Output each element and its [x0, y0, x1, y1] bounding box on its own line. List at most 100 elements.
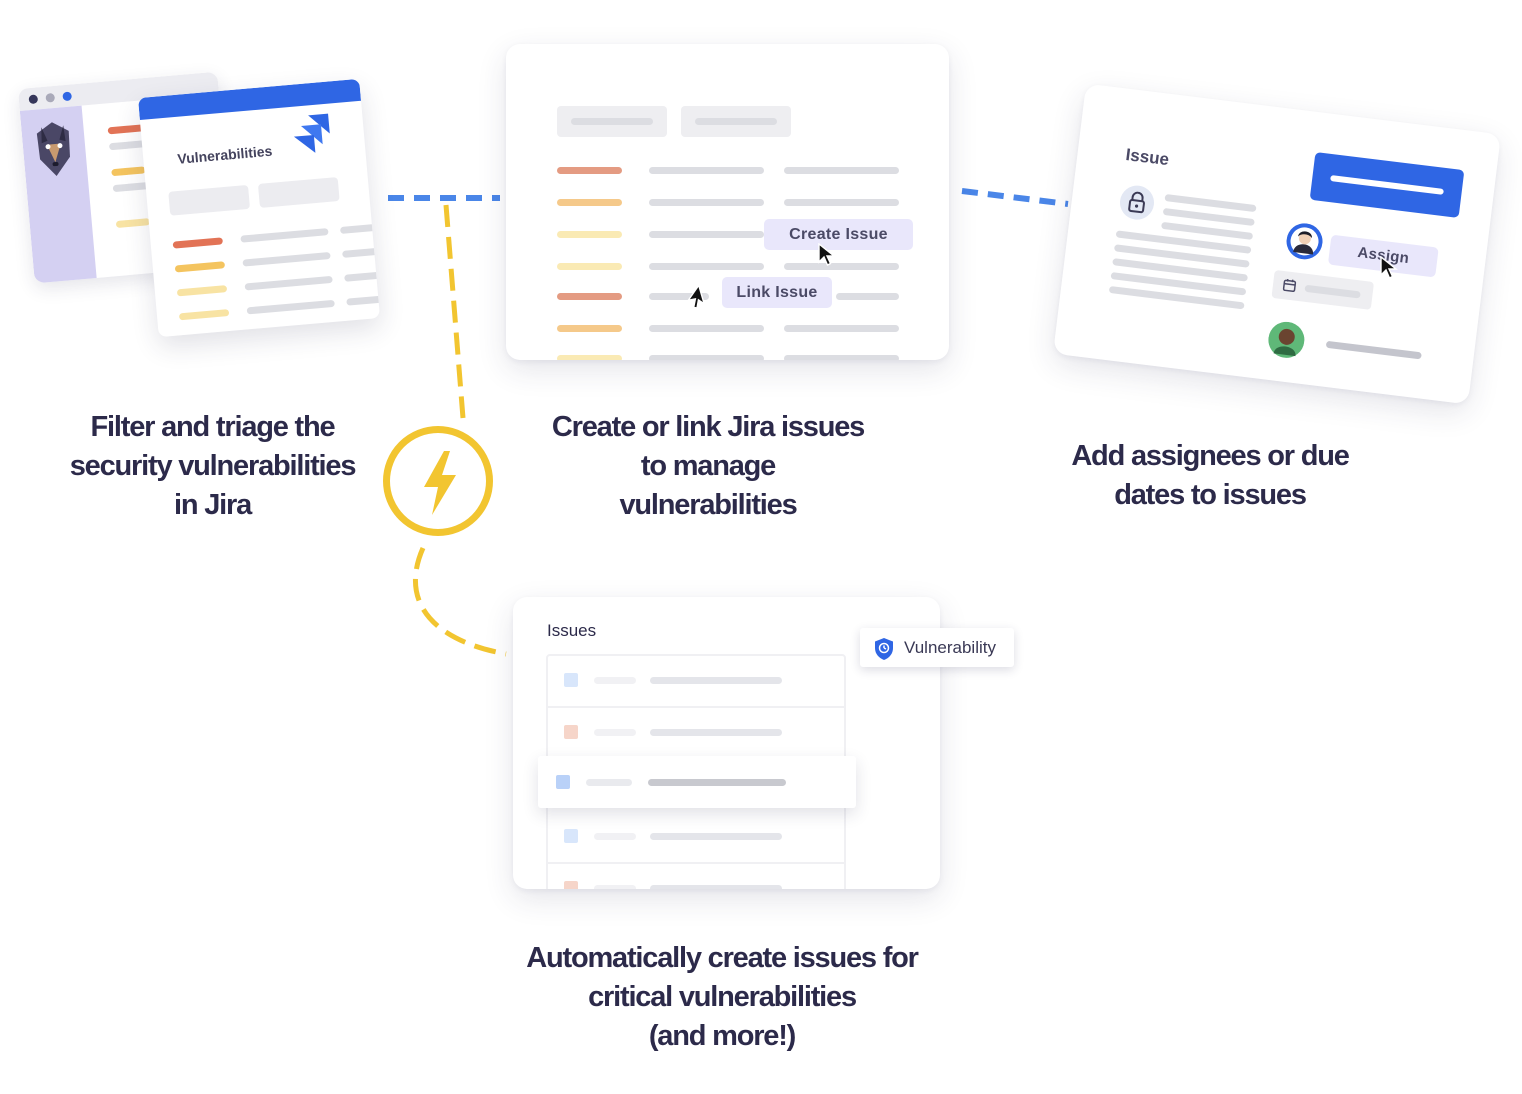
connector-automation-up [443, 204, 466, 419]
issue-summary-bar [650, 833, 782, 840]
cell-bar [784, 355, 899, 360]
due-date-field[interactable] [1271, 269, 1375, 310]
caption-line: Create or link Jira issues [551, 411, 865, 443]
doberman-logo-icon [36, 122, 70, 177]
issue-type-square [564, 673, 578, 687]
avatar-icon [1286, 223, 1323, 260]
filter-chip [257, 177, 340, 208]
jira-vulnerabilities-window: Vulnerabilities [137, 78, 381, 338]
cell-bar [784, 167, 899, 174]
shield-icon [875, 638, 893, 660]
cell-bar [649, 167, 764, 174]
due-date-bar [1304, 284, 1361, 299]
issue-summary-bar [648, 779, 786, 786]
snyk-row-bar [115, 218, 151, 229]
vuln-row-bar [240, 228, 329, 243]
table-filter-chip [681, 106, 791, 137]
cursor-icon [686, 284, 706, 309]
lock-icon [1128, 191, 1145, 214]
vuln-row-bar [244, 275, 333, 291]
cell-bar [649, 231, 764, 238]
cell-bar [784, 325, 899, 332]
caption-assign: Add assignees or due dates to issues [1040, 437, 1380, 515]
issue-summary-bar [650, 729, 782, 736]
severity-bar [557, 293, 622, 300]
assign-issue-card: Issue Assign [1052, 83, 1502, 405]
primary-action-button[interactable] [1309, 152, 1465, 218]
connector-create-to-assign [961, 188, 1069, 207]
issue-summary-bar [650, 677, 782, 684]
lock-icon-wrap [1118, 183, 1156, 222]
cell-bar [649, 199, 764, 206]
issue-key-bar [594, 833, 636, 840]
issue-type-square [556, 775, 570, 789]
issue-row[interactable] [548, 656, 844, 708]
issue-summary-bar [650, 885, 782, 889]
cell-bar [649, 263, 764, 270]
caption-auto: Automatically create issues for critical… [502, 939, 942, 1056]
calendar-icon [1282, 278, 1297, 293]
issues-title: Issues [547, 621, 597, 640]
issue-table-card [506, 44, 949, 360]
vuln-row-severity [176, 285, 228, 297]
vuln-row-bar [344, 271, 381, 282]
snyk-row-bar [111, 166, 146, 177]
create-issue-button[interactable]: Create Issue [764, 219, 913, 250]
severity-bar [557, 325, 622, 332]
issue-key-bar [586, 779, 632, 786]
vuln-row-bar [242, 251, 331, 267]
issue-row-highlighted[interactable] [538, 756, 856, 808]
caption-line: Filter and triage the [90, 411, 336, 443]
assignee-name-bar [1325, 340, 1422, 360]
cell-bar [836, 293, 899, 300]
vulnerability-tag[interactable]: Vulnerability [860, 628, 1014, 667]
severity-bar [557, 199, 622, 206]
cell-bar [784, 199, 899, 206]
caption-line: (and more!) [648, 1020, 797, 1052]
jira-logo-icon [293, 113, 330, 153]
vuln-row-severity [172, 237, 224, 249]
caption-create: Create or link Jira issues to manage vul… [528, 408, 888, 525]
button-label-bar [1330, 175, 1444, 195]
issue-type-square [564, 881, 578, 889]
vulnerabilities-title: Vulnerabilities [176, 142, 273, 167]
issue-row[interactable] [548, 812, 844, 864]
severity-bar [557, 167, 622, 174]
issue-row[interactable] [548, 708, 844, 760]
vuln-row-severity [174, 261, 226, 273]
cell-bar [649, 325, 764, 332]
caption-line: security vulnerabilities [69, 450, 357, 482]
caption-line: Add assignees or due [1071, 440, 1350, 472]
cell-bar [784, 263, 899, 270]
vuln-row-bar [346, 295, 381, 306]
issue-key-bar [594, 729, 636, 736]
caption-line: vulnerabilities [619, 489, 797, 521]
severity-bar [557, 355, 622, 360]
issue-row[interactable] [548, 864, 844, 889]
issue-key-bar [594, 885, 636, 889]
lightning-bolt-icon [424, 451, 456, 515]
vuln-row-bar [246, 299, 335, 315]
caption-filter: Filter and triage the security vulnerabi… [40, 408, 385, 525]
issue-type-square [564, 725, 578, 739]
cell-bar [649, 293, 709, 300]
link-issue-button[interactable]: Link Issue [722, 277, 832, 308]
vulnerability-tag-label: Vulnerability [904, 638, 996, 657]
caption-line: in Jira [173, 489, 252, 521]
caption-line: Automatically create issues for [526, 942, 919, 974]
cell-bar [649, 355, 764, 360]
snyk-row-bar [107, 124, 145, 135]
caption-line: to manage [640, 450, 776, 482]
caption-line: critical vulnerabilities [588, 981, 857, 1013]
chip-bar [695, 118, 777, 125]
cursor-icon [818, 243, 836, 266]
cursor-icon [1380, 256, 1398, 279]
severity-bar [557, 263, 622, 270]
chip-bar [571, 118, 653, 125]
connector-automation-down [412, 546, 507, 657]
issue-title: Issue [1124, 144, 1171, 170]
issue-key-bar [594, 677, 636, 684]
issue-type-square [564, 829, 578, 843]
severity-bar [557, 231, 622, 238]
